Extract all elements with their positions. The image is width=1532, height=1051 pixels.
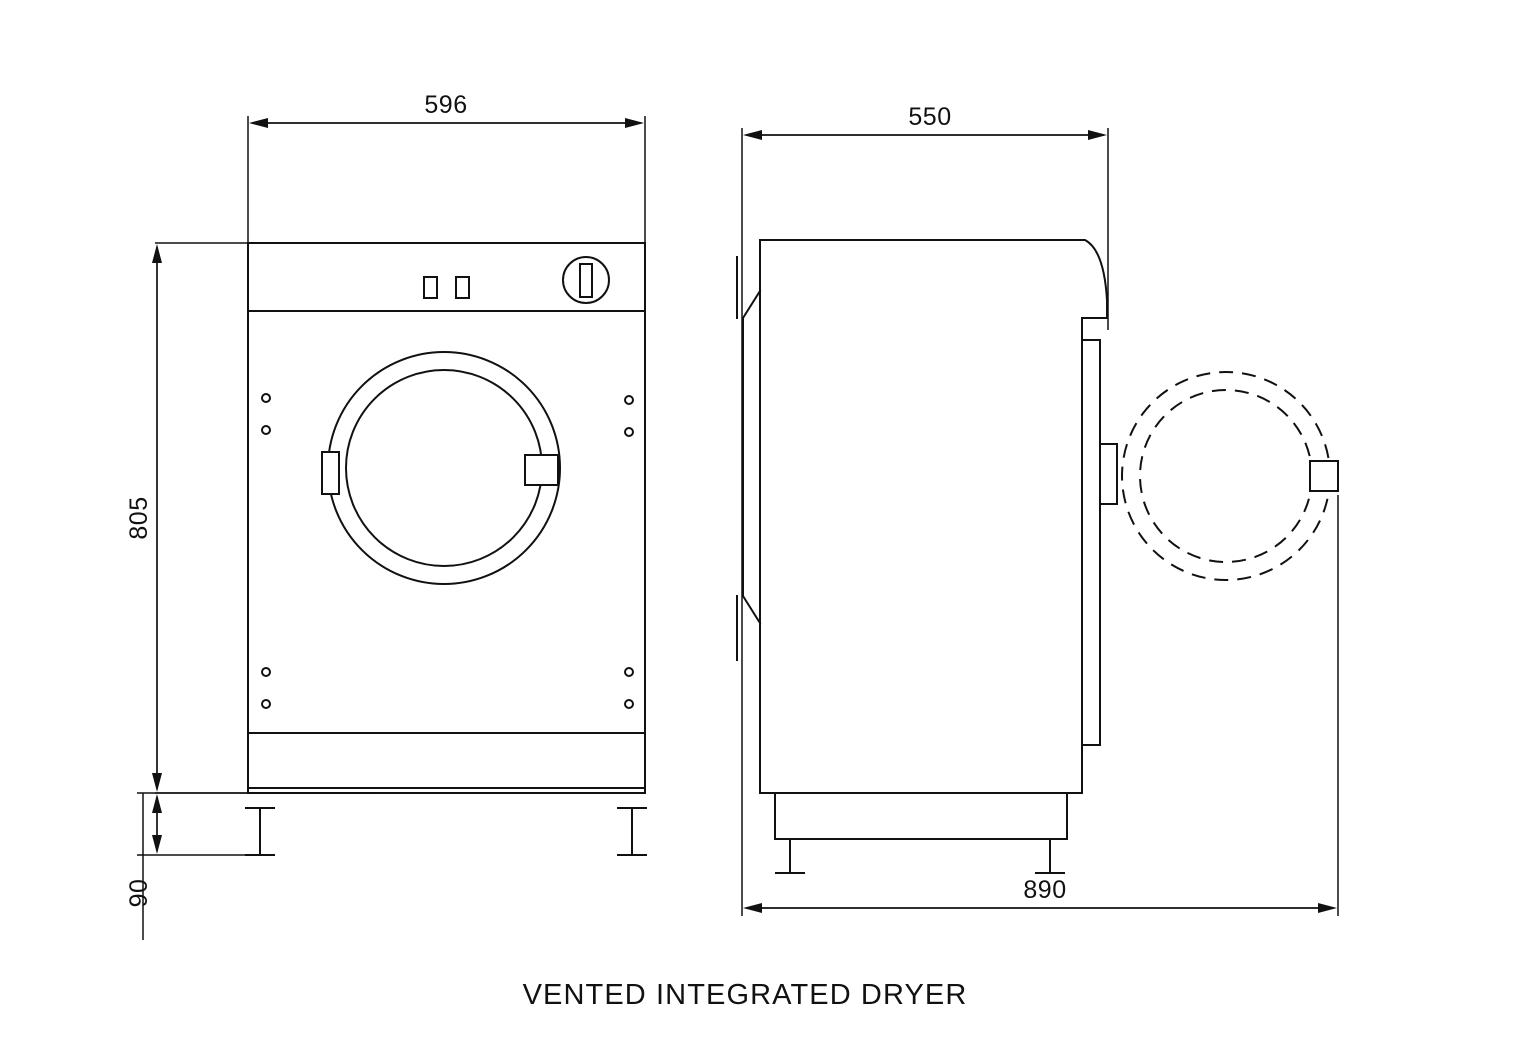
front-plinth-height-dimension: 90 <box>125 792 252 940</box>
side-open-depth-arrow-right <box>1318 903 1337 913</box>
side-depth-arrow-right <box>1088 130 1107 140</box>
control-button-2[interactable] <box>455 276 470 299</box>
front-width-arrow-left <box>249 118 268 128</box>
front-circular-door[interactable] <box>327 351 561 585</box>
mounting-hole-upper-right-1 <box>624 395 634 405</box>
mounting-hole-upper-left-2 <box>261 425 271 435</box>
front-foot-right <box>617 807 647 856</box>
front-width-label: 596 <box>424 91 467 119</box>
door-hinge <box>321 451 340 495</box>
door-inner-glass <box>345 369 543 567</box>
side-rear-recess <box>742 289 762 625</box>
mounting-hole-lower-left-1 <box>261 667 271 677</box>
mounting-hole-lower-right-2 <box>624 699 634 709</box>
side-door-handle[interactable] <box>1099 443 1118 505</box>
side-depth-label: 550 <box>908 103 951 131</box>
rotary-selector-knob[interactable] <box>562 256 610 304</box>
side-foot-left <box>775 838 805 874</box>
mounting-hole-lower-right-1 <box>624 667 634 677</box>
front-height-label: 805 <box>125 496 153 539</box>
side-depth-arrow-left <box>743 130 762 140</box>
side-open-depth-arrow-left <box>743 903 762 913</box>
mounting-hole-upper-left-1 <box>261 393 271 403</box>
side-elevation-view: 550 <box>736 103 1339 916</box>
front-plinth-arrow-bottom <box>152 835 162 854</box>
side-plinth <box>774 792 1068 840</box>
front-width-dimension: 596 <box>249 91 644 128</box>
knob-indicator <box>579 263 593 298</box>
side-body-top-profile <box>759 239 1108 319</box>
front-height-arrow-bottom <box>152 773 162 792</box>
door-swing-handle <box>1309 460 1339 492</box>
front-height-arrow-top <box>152 244 162 263</box>
drawing-title: VENTED INTEGRATED DRYER <box>523 979 968 1011</box>
door-handle[interactable] <box>524 454 559 486</box>
side-foot-right <box>1035 838 1065 874</box>
side-open-depth-dimension: 890 <box>741 250 1339 916</box>
mounting-hole-lower-left-2 <box>261 699 271 709</box>
front-width-arrow-right <box>625 118 644 128</box>
front-elevation-view: 596 <box>125 91 647 940</box>
mounting-hole-upper-right-2 <box>624 427 634 437</box>
control-button-1[interactable] <box>423 276 438 299</box>
front-height-dimension: 805 <box>125 242 370 794</box>
front-plinth-arrow-top <box>152 794 162 813</box>
side-open-depth-label: 890 <box>1023 876 1066 904</box>
front-plinth-label: 90 <box>125 879 153 908</box>
side-depth-dimension: 550 <box>741 103 1109 330</box>
